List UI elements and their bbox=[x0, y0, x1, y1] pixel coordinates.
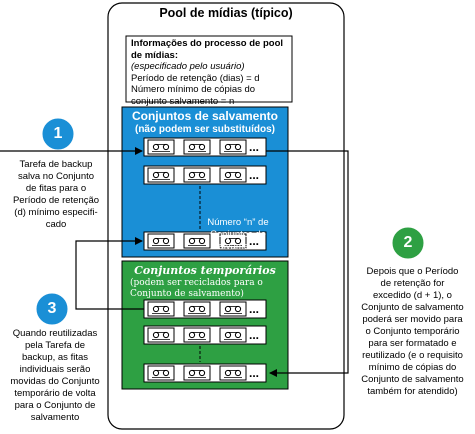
tape-set-row bbox=[143, 231, 267, 251]
step-text-line: salvamento bbox=[30, 412, 80, 423]
step-1-number: 1 bbox=[53, 125, 63, 142]
step-text-line: Tarefa de backup bbox=[19, 159, 93, 170]
tape-set-row bbox=[143, 363, 267, 383]
step-text-line: poderá ser movido para bbox=[362, 314, 463, 325]
pool-info-heading: Informações do processo de pool de mídia… bbox=[131, 38, 284, 61]
tape-set-row bbox=[143, 137, 267, 157]
pool-title: Pool de mídias (típico) bbox=[159, 6, 293, 20]
nth-label-line: salvamento bbox=[213, 241, 263, 252]
tape-set-row bbox=[143, 165, 267, 185]
step-2-badge bbox=[392, 227, 424, 259]
step-text-line: de fitas para o bbox=[25, 183, 87, 194]
temp-subtitle-line: Conjunto de salvamento) bbox=[130, 289, 244, 299]
step-1-badge bbox=[42, 118, 74, 150]
step-3-number: 3 bbox=[47, 300, 57, 317]
save-sets-title: Conjuntos de salvamento bbox=[131, 109, 279, 123]
pool-info-min-copies: conjunto salvamento = n bbox=[131, 95, 235, 107]
step-3-description: Quando reutilizadas pela Tarefa de backu… bbox=[0, 328, 110, 424]
step-text-line: Período de retenção bbox=[12, 195, 100, 206]
temp-sets-subtitle: (podem ser reciclados para o Conjunto de… bbox=[130, 278, 288, 300]
step-text-line: temporário de volta bbox=[14, 388, 96, 399]
step-text-line: reutilizado (e o requisito bbox=[362, 350, 463, 361]
step-2-description: Depois que o Período de retenção for exc… bbox=[350, 266, 475, 398]
step-text-line: de retenção for bbox=[380, 278, 445, 289]
more-tapes-ellipsis: ... bbox=[249, 140, 260, 154]
step-text-line: para ser formatado e bbox=[368, 338, 457, 349]
temp-subtitle-line: (podem ser reciclados para o bbox=[130, 278, 263, 288]
step-text-line: para o Conjunto de bbox=[14, 400, 96, 411]
pool-info-spec: (especificado pelo usuário) bbox=[131, 61, 245, 72]
step-text-line: cado bbox=[45, 219, 67, 230]
save-sets-subtitle: (não podem ser substituídos) bbox=[134, 124, 275, 135]
step-text-line: Conjunto de salvamento bbox=[361, 302, 464, 313]
arrow-temp-to-save bbox=[75, 237, 144, 310]
nth-save-sets-label: Número “n” de Conjuntos de salvamento bbox=[206, 217, 270, 253]
temp-sets-title: Conjuntos temporários bbox=[134, 264, 276, 277]
pool-info-box bbox=[125, 35, 293, 103]
step-text-line: pela Tarefa de bbox=[24, 340, 86, 351]
more-tapes-ellipsis: ... bbox=[249, 302, 260, 316]
more-tapes-ellipsis: ... bbox=[249, 328, 260, 342]
tape-set-row bbox=[143, 299, 267, 319]
more-tapes-ellipsis: ... bbox=[249, 168, 260, 182]
arrow-save-to-temp bbox=[266, 150, 349, 377]
pool-info: Informações do processo de pool de mídia… bbox=[131, 38, 291, 107]
step-text-line: também for atendido) bbox=[367, 386, 458, 397]
step-text-line: o Conjunto temporário bbox=[365, 326, 460, 337]
step-text-line: individuais serão bbox=[19, 364, 91, 375]
pool-info-min-copies: Número mínimo de cópias do bbox=[131, 84, 256, 95]
step-1-description: Tarefa de backup salva no Conjunto de fi… bbox=[2, 159, 110, 231]
step-text-line: Conjunto de salvamento bbox=[361, 374, 464, 385]
step-text-line: (d) mínimo especifi- bbox=[14, 207, 98, 218]
step-3-badge bbox=[36, 293, 68, 325]
nth-label-line: Número “n” de bbox=[207, 217, 269, 228]
tape-set-row bbox=[143, 325, 267, 345]
step-text-line: backup, as fitas bbox=[21, 352, 88, 363]
step-text-line: mínimo de cópias do bbox=[368, 362, 457, 373]
more-tapes-ellipsis: ... bbox=[249, 234, 260, 248]
step-2-number: 2 bbox=[403, 234, 413, 251]
more-tapes-ellipsis: ... bbox=[249, 366, 260, 380]
pool-info-retention: Período de retenção (dias) = d bbox=[131, 72, 260, 84]
step-text-line: salva no Conjunto bbox=[17, 171, 95, 182]
step-text-line: Quando reutilizadas bbox=[12, 328, 98, 339]
nth-label-line: Conjuntos de bbox=[210, 229, 266, 240]
step-text-line: excedido (d + 1), o bbox=[373, 290, 452, 301]
step-text-line: Depois que o Período bbox=[366, 266, 459, 277]
step-text-line: movidas do Conjunto bbox=[10, 376, 100, 387]
